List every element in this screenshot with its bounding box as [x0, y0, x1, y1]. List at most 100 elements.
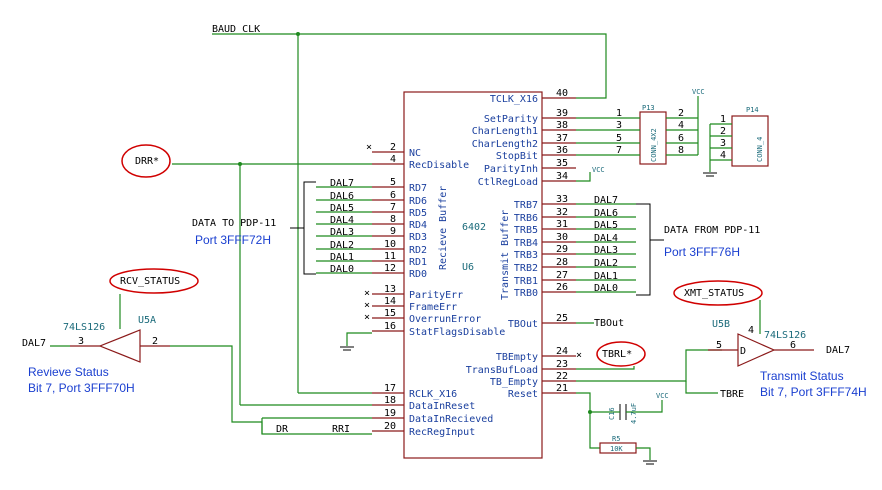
u6-pin-name: FrameErr	[409, 302, 457, 313]
u6-pin-name: TRB6	[514, 213, 538, 224]
u6-pin-name: RD6	[409, 196, 427, 207]
data-from-line2: Port 3FFF76H	[664, 245, 740, 259]
nc-mark: ×	[364, 300, 370, 311]
u6-pin-number: 35	[556, 158, 568, 169]
p13-body	[639, 111, 667, 165]
u6-pin-number: 13	[384, 284, 396, 295]
c16-value: 4.7uF	[630, 403, 638, 424]
u6-pin-name: TRB3	[514, 250, 538, 261]
u6-pin-number: 37	[556, 133, 568, 144]
u6-pin-name: RCLK_X16	[409, 389, 457, 400]
u6-pin-name: NC	[409, 148, 421, 159]
u6-pin-number: 28	[556, 257, 568, 268]
u6-pin-number: 22	[556, 371, 568, 382]
p14-body	[731, 115, 769, 167]
u6-pin-number: 2	[390, 142, 396, 153]
reset-wire	[576, 392, 600, 449]
rx-bus-label: DAL7	[330, 178, 354, 189]
rx-bus-brace	[303, 181, 316, 275]
statflags-gnd-wire	[346, 332, 372, 346]
data-to-line2: Port 3FFF72H	[195, 233, 271, 247]
nc-mark: ×	[364, 312, 370, 323]
p13-pin-number: 7	[616, 145, 622, 156]
ground-symbol	[340, 346, 354, 351]
rx-bus-label: DAL3	[330, 227, 354, 238]
drr-oval	[121, 144, 171, 178]
rx-bus-label: DAL2	[330, 240, 354, 251]
u6-value: 6402	[462, 222, 486, 233]
u6-pin-number: 33	[556, 194, 568, 205]
u6-pin-name: TransBufLoad	[466, 365, 538, 376]
u6-body	[403, 91, 543, 459]
tx-bus-label: DAL1	[594, 271, 618, 282]
rri-label: RRI	[332, 424, 350, 435]
rcv-status-oval	[109, 268, 199, 294]
u6-pin-name: RD3	[409, 232, 427, 243]
vcc-label: VCC	[692, 88, 705, 96]
p13-pin-number: 1	[616, 108, 622, 119]
u6-pin-number: 15	[384, 308, 396, 319]
tx-bus-label: DAL6	[594, 208, 618, 219]
p13-ref: P13	[642, 104, 655, 112]
u6-pin-number: 34	[556, 171, 568, 182]
p14-pin-number: 4	[720, 150, 726, 161]
data-to-line1: DATA TO PDP-11	[192, 218, 276, 229]
u6-pin-name: CharLength1	[472, 126, 538, 137]
u5a-dal7: DAL7	[22, 338, 46, 349]
u6-pin-number: 23	[556, 359, 568, 370]
u5a-value: 74LS126	[63, 322, 105, 333]
u6-pin-name: RecDisable	[409, 160, 469, 171]
p13-value: CONN_4X2	[650, 128, 658, 162]
u5b-value: 74LS126	[764, 330, 806, 341]
nc-mark: ×	[576, 350, 582, 361]
u6-pin-name: DataInReset	[409, 401, 475, 412]
u6-pin-name: RD0	[409, 269, 427, 280]
u6-pin-name: TRB4	[514, 238, 538, 249]
tx-bus-label: DAL4	[594, 233, 618, 244]
u6-pin-number: 29	[556, 244, 568, 255]
data-from-line1: DATA FROM PDP-11	[664, 225, 760, 236]
tbre-wire	[685, 381, 718, 394]
u5a-ref: U5A	[138, 315, 156, 326]
tx-bus-label: DAL0	[594, 283, 618, 294]
u6-pin-number: 10	[384, 239, 396, 250]
u6-pin-number: 36	[556, 145, 568, 156]
tx-bus-label: DAL2	[594, 258, 618, 269]
nc-mark: ×	[366, 142, 372, 153]
u6-pin-number: 4	[390, 154, 396, 165]
u6-pin-number: 5	[390, 177, 396, 188]
tbout-label: TBOut	[594, 318, 624, 329]
u6-pin-name: CharLength2	[472, 139, 538, 150]
rx-bus-label: DAL5	[330, 203, 354, 214]
u6-left-pins: 2NC4RecDisable5RD76RD67RD58RD49RD310RD21…	[372, 142, 505, 438]
u5b-ref: U5B	[712, 319, 730, 330]
u6-pin-name: Reset	[508, 389, 538, 400]
u6-pin-name: RD1	[409, 257, 427, 268]
p14-pin-number: 1	[720, 114, 726, 125]
ground-symbol	[703, 172, 717, 177]
u5a-out-wire	[170, 345, 372, 435]
u5a-out-pin-num: 2	[152, 336, 158, 347]
rx-bus-label: DAL1	[330, 252, 354, 263]
tx-bus-label: DAL3	[594, 245, 618, 256]
u6-pin-name: ParityErr	[409, 290, 463, 301]
u6-pin-name: TB_Empty	[490, 377, 538, 388]
u6-pin-number: 24	[556, 346, 568, 357]
tbre-label: TBRE	[720, 389, 744, 400]
u6-pin-name: CtlRegLoad	[478, 177, 538, 188]
u6-pin-number: 30	[556, 232, 568, 243]
u6-pin-name: RD2	[409, 245, 427, 256]
u5b-out-pin-num: 6	[790, 340, 796, 351]
p13-pin-number: 8	[678, 145, 684, 156]
u5a-in-pin-num: 3	[78, 336, 84, 347]
u6-pin-name: ParityInh	[484, 164, 538, 175]
u6-pin-name: StopBit	[496, 151, 538, 162]
u6-pin-name: TBOut	[508, 319, 538, 330]
r5-gnd-wire	[636, 447, 651, 460]
vcc-label: VCC	[592, 166, 605, 174]
u6-right-pins: 40TCLK_X1639SetParity38CharLength137Char…	[466, 88, 576, 400]
